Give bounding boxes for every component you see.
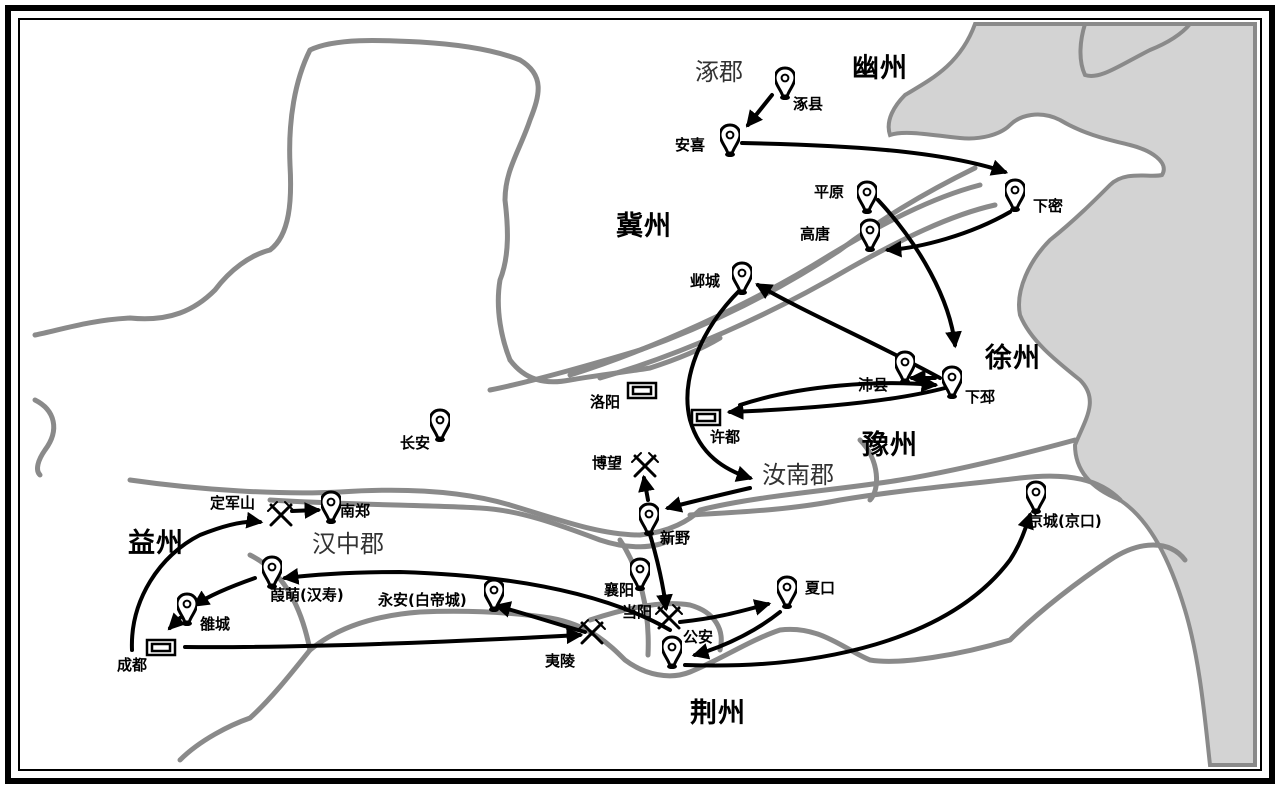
place-label-yongan: 永安(白帝城) — [378, 591, 467, 609]
battle-icon-yiling — [578, 619, 606, 645]
province-label-youzhou: 幽州 — [852, 53, 908, 84]
capital-markers — [145, 381, 722, 657]
commandery-label-runan: 汝南郡 — [762, 461, 834, 489]
capital-marker-xudu — [690, 408, 722, 427]
sea-area — [886, 22, 1257, 767]
place-label-xiakou: 夏口 — [805, 579, 836, 597]
place-label-jingcheng: 京城(京口) — [1028, 512, 1102, 530]
battle-icon-bowang — [631, 452, 659, 478]
place-label-dangyang: 当阳 — [622, 603, 653, 621]
province-label-jingzhou: 荆州 — [690, 698, 746, 729]
place-label-chengdu: 成都 — [117, 656, 148, 674]
place-label-peixian: 沛县 — [858, 376, 889, 394]
battle-markers — [267, 452, 683, 645]
place-label-pingyuan: 平原 — [814, 183, 845, 201]
place-label-nanzheng: 南郑 — [340, 502, 371, 520]
place-label-dingjunshan: 定军山 — [210, 494, 256, 512]
place-label-yecheng: 邺城 — [690, 272, 721, 290]
battle-icon-dangyang — [655, 604, 683, 630]
boundary-lines — [32, 37, 1188, 763]
place-label-zhuoxian: 涿县 — [793, 95, 824, 113]
province-label-yizhou: 益州 — [128, 528, 184, 559]
place-label-luoyang: 洛阳 — [590, 393, 621, 411]
place-label-luocheng: 雒城 — [200, 615, 231, 633]
place-label-anxi: 安喜 — [675, 136, 706, 154]
capital-marker-chengdu — [145, 638, 177, 657]
place-label-xudu: 许都 — [710, 428, 741, 446]
place-label-gongan: 公安 — [683, 628, 714, 646]
place-label-xiangyang: 襄阳 — [604, 581, 635, 599]
route-arrows — [129, 93, 1034, 668]
province-label-yuzhou: 豫州 — [862, 430, 918, 461]
province-label-xuzhou: 徐州 — [985, 343, 1041, 374]
commandery-label-zhuojun: 涿郡 — [695, 58, 743, 86]
battle-icon-dingjunshan — [267, 501, 295, 527]
place-label-xiami: 下密 — [1033, 197, 1064, 215]
commandery-label-hanzhong: 汉中郡 — [312, 530, 384, 558]
coast-island — [1078, 22, 1192, 78]
province-label-jizhou: 冀州 — [616, 211, 672, 242]
place-label-changan: 长安 — [400, 434, 431, 452]
capital-marker-luoyang — [626, 381, 658, 400]
place-label-xiapi: 下邳 — [965, 388, 996, 406]
place-label-gaotang: 高唐 — [800, 225, 831, 243]
place-label-xinye: 新野 — [660, 529, 691, 547]
place-label-jiameng: 葭萌(汉寿) — [270, 586, 344, 604]
place-label-bowang: 博望 — [592, 454, 623, 472]
place-label-yiling: 夷陵 — [545, 652, 576, 670]
